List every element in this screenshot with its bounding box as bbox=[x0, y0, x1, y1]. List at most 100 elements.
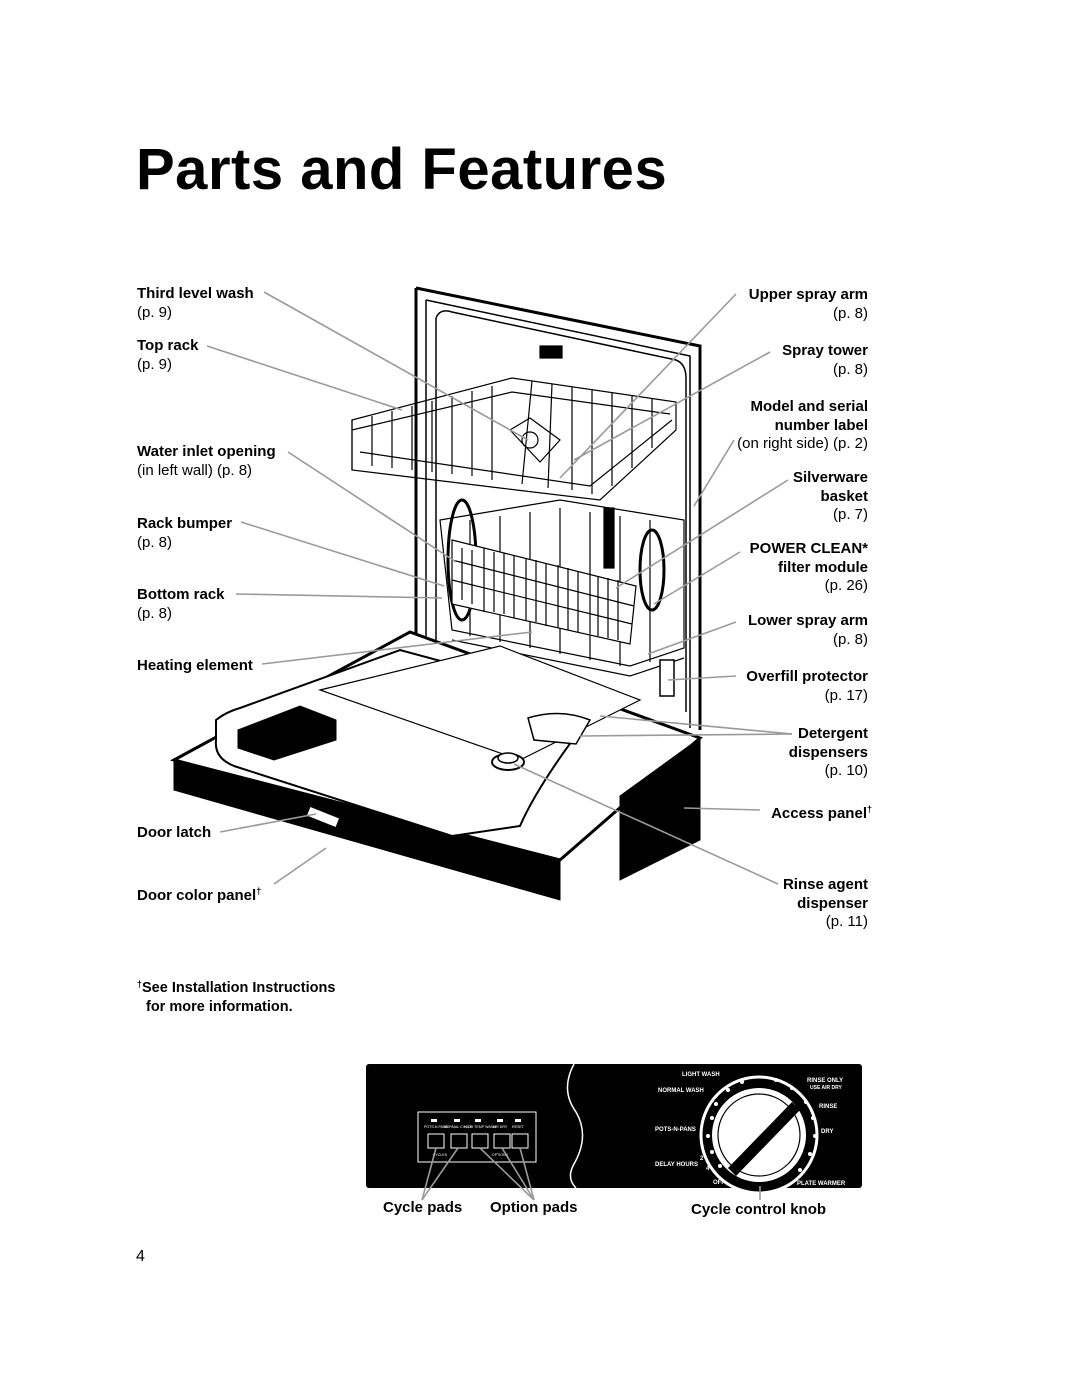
cycle-control-knob[interactable] bbox=[699, 1075, 819, 1195]
callout-ref: (p. 8) bbox=[137, 533, 173, 551]
callout-name: Upper spray arm bbox=[748, 286, 868, 303]
callout-name: Model and serial bbox=[750, 398, 868, 415]
callout-name-line2: dispenser bbox=[797, 894, 868, 912]
knob-pots-n-pans: POTS-N-PANS bbox=[655, 1127, 696, 1133]
callout-name: POWER CLEAN* bbox=[749, 540, 868, 557]
option-pads-label: Option pads bbox=[490, 1199, 578, 1216]
knob-dry: DRY bbox=[821, 1129, 833, 1135]
option-pad-reset[interactable] bbox=[511, 1133, 529, 1149]
footnote-mark: † bbox=[137, 979, 143, 989]
knob-rinse-only: RINSE ONLY bbox=[807, 1078, 843, 1084]
footnote-line1: See Installation Instructions bbox=[142, 980, 336, 996]
callout-name: Lower spray arm bbox=[747, 612, 868, 629]
dagger-mark: † bbox=[866, 804, 872, 814]
cycles-label: CYCLES bbox=[433, 1153, 448, 1157]
control-leader-lines bbox=[421, 1147, 761, 1201]
callout-access-panel: Access panel† bbox=[771, 800, 872, 824]
leader-lines bbox=[206, 291, 793, 885]
callout-name: Door color panel bbox=[137, 887, 257, 904]
callout-ref: (on right side) (p. 2) bbox=[737, 435, 868, 452]
callout-door-color-panel: Door color panel† bbox=[137, 882, 261, 906]
knob-plate-warmer: PLATE WARMER bbox=[797, 1181, 846, 1187]
callout-ref: (p. 26) bbox=[824, 577, 868, 594]
callout-ref: (p. 9) bbox=[137, 355, 173, 373]
callout-name: Spray tower bbox=[782, 342, 868, 359]
callout-ref: (p. 8) bbox=[832, 630, 868, 648]
callout-name: Silverware bbox=[792, 469, 868, 486]
callout-name-line2: dispensers bbox=[788, 743, 868, 761]
callout-name-line2: number label bbox=[774, 416, 868, 434]
footnote-line2: for more information. bbox=[146, 998, 293, 1015]
callout-name: Door latch bbox=[137, 824, 212, 841]
dagger-mark: † bbox=[256, 886, 262, 896]
cycle-pads-label: Cycle pads bbox=[383, 1199, 463, 1216]
dishwasher-door bbox=[169, 630, 703, 901]
pad-label-reset: RESET bbox=[512, 1125, 525, 1129]
cycle-pad-normal[interactable] bbox=[450, 1133, 468, 1149]
callout-power-clean: POWER CLEAN* filter module (p. 26) bbox=[750, 540, 868, 596]
callout-name: Overfill protector bbox=[746, 668, 868, 685]
knob-light-wash: LIGHT WASH bbox=[682, 1072, 720, 1078]
knob-normal-wash: NORMAL WASH bbox=[658, 1088, 704, 1094]
callout-name: Rack bumper bbox=[137, 515, 233, 532]
pad-label-air-dry: AIR DRY bbox=[493, 1125, 508, 1129]
callout-rack-bumper: Rack bumper (p. 8) bbox=[137, 515, 232, 552]
cycle-pad-pots-n-pans[interactable] bbox=[427, 1133, 445, 1149]
callout-name: Access panel bbox=[771, 805, 867, 822]
page-number: 4 bbox=[136, 1248, 145, 1265]
callout-door-latch: Door latch bbox=[137, 824, 211, 843]
callout-model-serial-label: Model and serial number label (on right … bbox=[737, 398, 868, 454]
knob-delay-2: 2 bbox=[700, 1156, 704, 1162]
option-pad-air-dry[interactable] bbox=[493, 1133, 511, 1149]
callout-name: Bottom rack bbox=[137, 586, 225, 603]
pad-label-normal: NORMAL CYCLE bbox=[444, 1125, 473, 1129]
callout-spray-tower: Spray tower (p. 8) bbox=[782, 342, 868, 379]
footnote: †See Installation Instructions for more … bbox=[137, 975, 335, 1016]
callout-ref: (in left wall) (p. 8) bbox=[137, 461, 253, 479]
callout-detergent-dispensers: Detergent dispensers (p. 10) bbox=[789, 725, 868, 781]
callout-ref: (p. 11) bbox=[825, 913, 868, 930]
knob-off: OFF bbox=[713, 1180, 725, 1186]
callout-ref: (p. 8) bbox=[832, 360, 868, 378]
knob-delay-hours: DELAY HOURS bbox=[655, 1162, 698, 1168]
callout-lower-spray-arm: Lower spray arm (p. 8) bbox=[748, 612, 868, 649]
silverware-basket bbox=[451, 539, 637, 645]
callout-name: Rinse agent bbox=[782, 876, 868, 893]
option-pads[interactable] bbox=[471, 1133, 529, 1149]
page-title: Parts and Features bbox=[136, 137, 668, 202]
callout-water-inlet-opening: Water inlet opening (in left wall) (p. 8… bbox=[137, 443, 276, 480]
pad-label-pots: POTS-N PANS bbox=[424, 1125, 449, 1129]
callout-upper-spray-arm: Upper spray arm (p. 8) bbox=[749, 286, 868, 323]
knob-delay-4: 4 bbox=[706, 1166, 710, 1172]
callout-ref: (p. 8) bbox=[832, 304, 868, 322]
callout-name: Third level wash bbox=[137, 285, 254, 302]
callout-name: Top rack bbox=[137, 337, 199, 354]
pad-label-high-temp: HIGH TEMP WASH bbox=[464, 1125, 496, 1129]
callout-name-line2: filter module bbox=[777, 558, 868, 576]
callout-ref: (p. 10) bbox=[824, 762, 868, 779]
callout-rinse-agent-dispenser: Rinse agent dispenser (p. 11) bbox=[783, 876, 868, 932]
callout-name: Detergent bbox=[797, 725, 868, 742]
callout-name: Heating element bbox=[137, 657, 253, 674]
knob-use-air-dry: USE AIR DRY bbox=[810, 1085, 843, 1091]
callout-ref: (p. 9) bbox=[137, 303, 173, 321]
top-rack bbox=[351, 345, 677, 501]
callout-third-level-wash: Third level wash (p. 9) bbox=[137, 285, 254, 322]
options-label: OPTIONS bbox=[492, 1153, 509, 1157]
callout-ref: (p. 8) bbox=[137, 604, 173, 622]
callout-overfill-protector: Overfill protector (p. 17) bbox=[746, 668, 868, 705]
callout-name-line2: basket bbox=[820, 487, 868, 505]
callout-heating-element: Heating element bbox=[137, 657, 253, 676]
callout-bottom-rack: Bottom rack (p. 8) bbox=[137, 586, 225, 623]
cycle-control-knob-label: Cycle control knob bbox=[691, 1201, 827, 1218]
callout-ref: (p. 17) bbox=[824, 686, 868, 704]
option-pad-high-temp[interactable] bbox=[471, 1133, 489, 1149]
knob-rinse: RINSE bbox=[819, 1104, 837, 1110]
callout-top-rack: Top rack (p. 9) bbox=[137, 337, 198, 374]
callout-name: Water inlet opening bbox=[137, 443, 276, 460]
control-panel: POTS-N PANS NORMAL CYCLE HIGH TEMP WASH … bbox=[366, 1063, 862, 1201]
callout-ref: (p. 7) bbox=[832, 506, 868, 523]
callout-silverware-basket: Silverware basket (p. 7) bbox=[793, 469, 868, 525]
dishwasher-tub bbox=[414, 286, 702, 740]
